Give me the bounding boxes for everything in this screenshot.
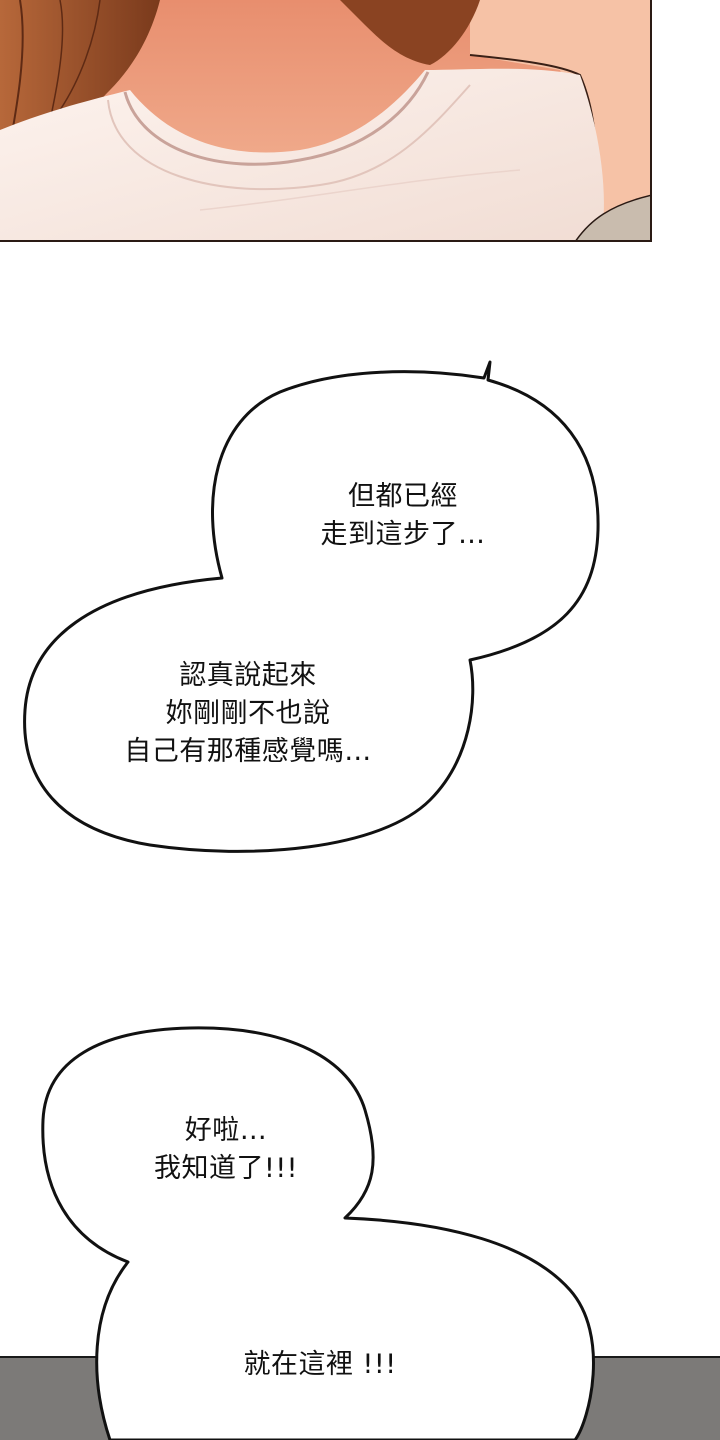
bubble-text-line: 走到這步了… [320,519,486,550]
illustration-art [0,0,650,240]
bubble-text-line: 但都已經 [348,481,458,512]
bubble-text-line: 好啦… [184,1115,268,1146]
speech-bubble-1: 但都已經 走到這步了… [300,478,506,554]
comic-panel-illustration [0,0,652,242]
bubble-text-line: 就在這裡 !!! [243,1349,397,1380]
bubble-text-line: 認真說起來 [179,660,317,691]
bubble-text-line: 自己有那種感覺嗎… [124,736,372,767]
speech-bubble-2: 認真說起來 妳剛剛不也說 自己有那種感覺嗎… [98,657,398,771]
bubble-text-line: 妳剛剛不也說 [165,698,331,729]
speech-bubble-outline-1 [23,360,600,853]
speech-bubble-3: 好啦… 我知道了!!! [136,1112,316,1188]
speech-bubble-4: 就在這裡 !!! [230,1346,410,1384]
speech-bubble-outline-3 [41,1026,595,1440]
bubble-text-line: 我知道了!!! [154,1153,298,1184]
